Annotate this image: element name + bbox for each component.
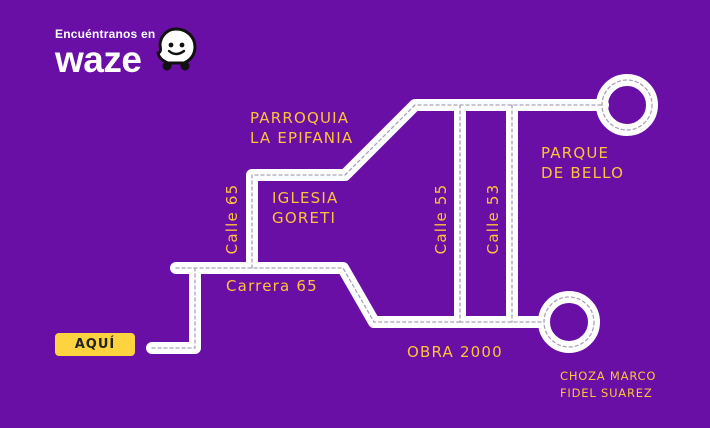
road-centerline <box>151 79 653 349</box>
road-carrera-65 <box>170 262 466 328</box>
start-marker-aqui: AQUÍ <box>55 333 135 356</box>
street-label-calle-55: Calle 55 <box>432 183 450 255</box>
waze-ghost-icon <box>156 27 197 71</box>
landmark-iglesia-goreti: IGLESIA GORETI <box>272 189 339 227</box>
waze-brand: Encuéntranos en waze <box>55 27 155 78</box>
street-label-calle-65: Calle 65 <box>223 183 241 255</box>
landmark-obra-2000: OBRA 2000 <box>407 343 503 361</box>
landmark-parque-de-bello: PARQUE DE BELLO <box>541 144 625 182</box>
street-label-carrera-65: Carrera 65 <box>226 277 318 295</box>
landmark-parroquia-la-epifania: PARROQUIA LA EPIFANIA <box>250 109 354 147</box>
road-start-segment <box>146 262 201 354</box>
landmark-choza-marco-fidel-suarez: CHOZA MARCO FIDEL SUAREZ <box>560 369 657 400</box>
brand-tagline: Encuéntranos en <box>55 27 156 41</box>
street-label-calle-53: Calle 53 <box>484 183 502 255</box>
brand-wordmark: waze <box>55 39 142 80</box>
